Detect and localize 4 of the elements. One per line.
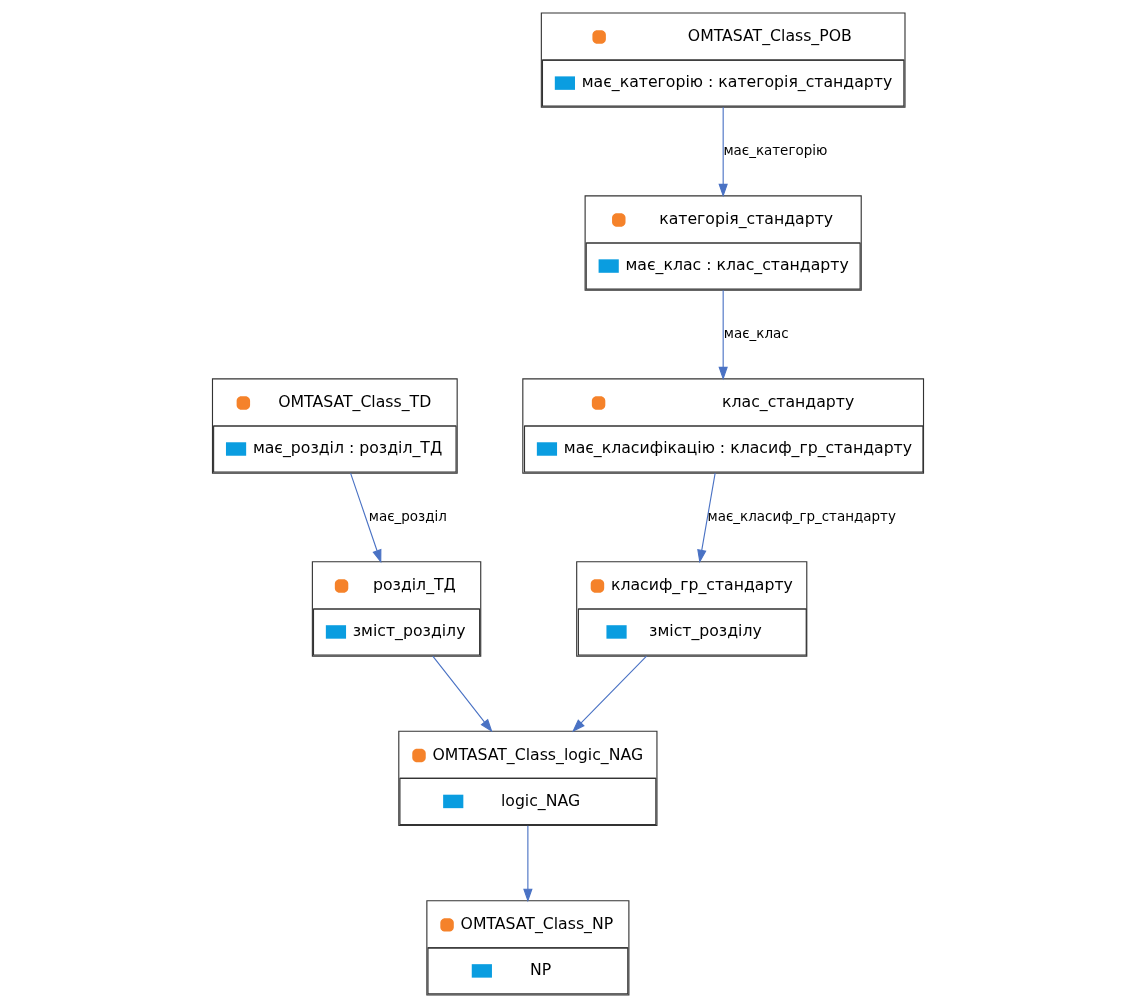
edge-label: має_класиф_гр_стандарту	[707, 508, 896, 524]
edge-label: має_розділ	[368, 508, 447, 524]
edge-label: має_категорію	[723, 143, 828, 159]
edge-label: має_клас	[723, 326, 789, 341]
